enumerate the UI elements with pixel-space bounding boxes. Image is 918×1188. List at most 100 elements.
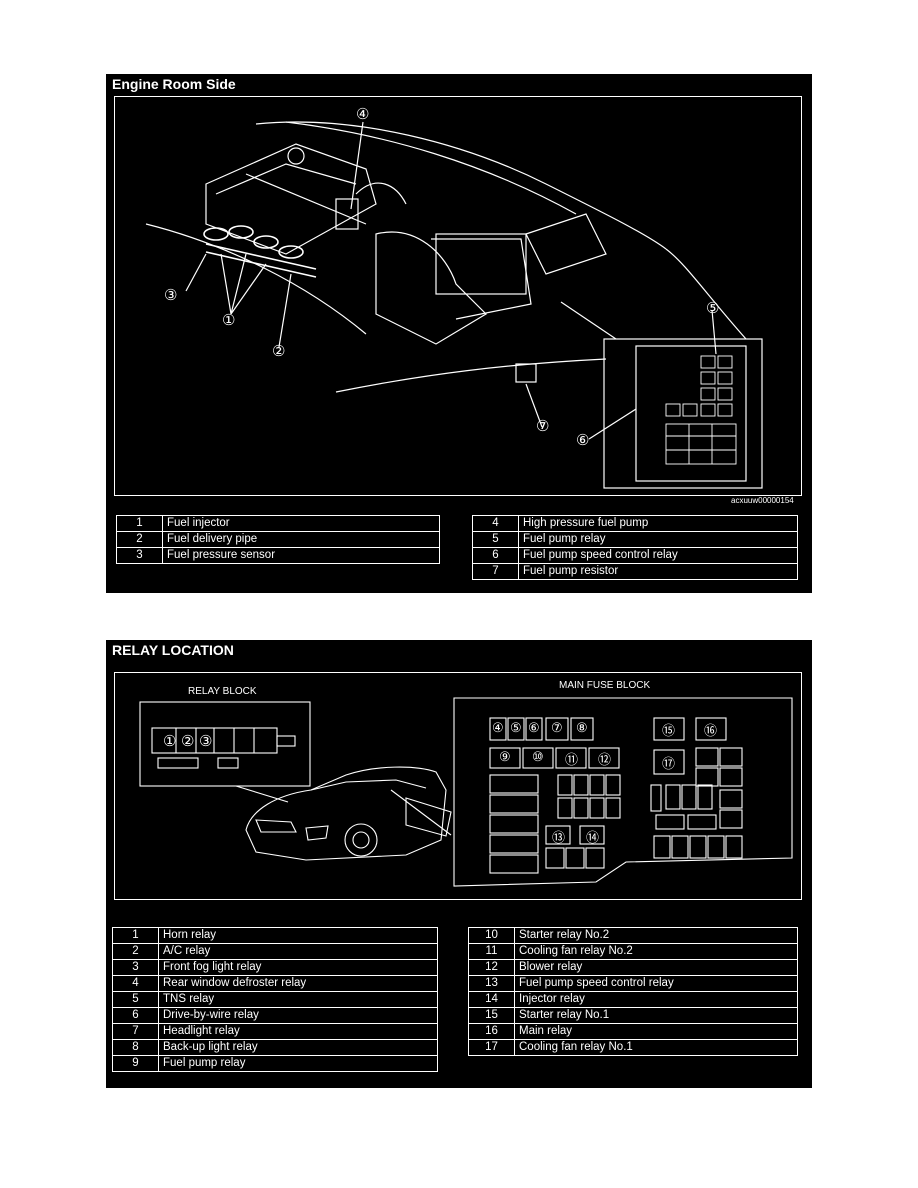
relay-callout-2: ② xyxy=(181,733,195,750)
callout-5: ⑤ xyxy=(706,300,720,317)
legend-number: 4 xyxy=(472,515,519,532)
table-row: 5 Fuel pump relay xyxy=(472,531,798,548)
legend-number: 4 xyxy=(112,975,159,992)
callout-6: ⑥ xyxy=(576,432,590,449)
legend-number: 11 xyxy=(468,943,515,960)
engine-legend-right: 4 High pressure fuel pump 5 Fuel pump re… xyxy=(472,515,798,580)
callout-4: ④ xyxy=(356,106,370,123)
legend-label: Cooling fan relay No.2 xyxy=(514,943,798,960)
legend-label: Fuel delivery pipe xyxy=(162,531,440,548)
callout-3: ③ xyxy=(164,287,178,304)
engine-room-title: Engine Room Side xyxy=(112,76,236,92)
fuse-callout-8: ⑧ xyxy=(576,720,588,735)
legend-label: Starter relay No.2 xyxy=(514,927,798,944)
legend-label: Main relay xyxy=(514,1023,798,1040)
legend-number: 14 xyxy=(468,991,515,1008)
legend-number: 5 xyxy=(472,531,519,548)
fuse-callout-17: ⑰ xyxy=(662,756,676,771)
fuse-callout-5: ⑤ xyxy=(510,720,522,735)
legend-label: Rear window defroster relay xyxy=(158,975,438,992)
table-row: 2 Fuel delivery pipe xyxy=(116,531,440,548)
legend-label: Fuel pressure sensor xyxy=(162,547,440,564)
legend-number: 16 xyxy=(468,1023,515,1040)
legend-label: Fuel pump speed control relay xyxy=(514,975,798,992)
legend-number: 9 xyxy=(112,1055,159,1072)
legend-label: Fuel pump relay xyxy=(518,531,798,548)
fuse-callout-11: ⑪ xyxy=(565,752,579,767)
legend-number: 3 xyxy=(112,959,159,976)
legend-label: Drive-by-wire relay xyxy=(158,1007,438,1024)
legend-label: High pressure fuel pump xyxy=(518,515,798,532)
relay-block-label: RELAY BLOCK xyxy=(188,686,257,697)
engine-diagram-frame xyxy=(114,96,802,496)
legend-label: Horn relay xyxy=(158,927,438,944)
table-row: 6 Fuel pump speed control relay xyxy=(472,547,798,564)
legend-label: Headlight relay xyxy=(158,1023,438,1040)
table-row: 7 Fuel pump resistor xyxy=(472,563,798,580)
fuse-callout-9: ⑨ xyxy=(499,749,511,764)
legend-number: 1 xyxy=(116,515,163,532)
legend-number: 3 xyxy=(116,547,163,564)
relay-location-title: RELAY LOCATION xyxy=(112,642,234,658)
legend-number: 5 xyxy=(112,991,159,1008)
fuse-callout-4: ④ xyxy=(492,720,504,735)
legend-label: Blower relay xyxy=(514,959,798,976)
legend-label: Fuel pump speed control relay xyxy=(518,547,798,564)
callout-2: ② xyxy=(272,343,286,360)
legend-number: 10 xyxy=(468,927,515,944)
fuse-callout-10: ⑩ xyxy=(532,749,544,764)
legend-number: 7 xyxy=(472,563,519,580)
legend-label: Fuel injector xyxy=(162,515,440,532)
legend-label: Back-up light relay xyxy=(158,1039,438,1056)
callout-1: ① xyxy=(222,312,236,329)
relay-location-panel: RELAY LOCATION RELAY BLOCK MAIN FUSE BLO… xyxy=(106,640,812,1088)
legend-label: Injector relay xyxy=(514,991,798,1008)
relay-diagram-frame xyxy=(114,672,802,900)
legend-number: 15 xyxy=(468,1007,515,1024)
legend-number: 17 xyxy=(468,1039,515,1056)
relay-callout-1: ① xyxy=(163,733,177,750)
fuse-callout-15: ⑮ xyxy=(662,723,676,738)
legend-number: 7 xyxy=(112,1023,159,1040)
legend-label: Front fog light relay xyxy=(158,959,438,976)
engine-room-panel: Engine Room Side xyxy=(106,74,812,593)
fuse-callout-14: ⑭ xyxy=(586,830,600,845)
legend-number: 2 xyxy=(112,943,159,960)
relay-location-diagram xyxy=(139,697,793,887)
fuse-callout-6: ⑥ xyxy=(528,720,540,735)
engine-room-diagram xyxy=(145,121,763,489)
image-code: acxuuw00000154 xyxy=(731,496,794,505)
legend-number: 2 xyxy=(116,531,163,548)
fuse-callout-7: ⑦ xyxy=(551,720,563,735)
legend-number: 6 xyxy=(472,547,519,564)
legend-label: Starter relay No.1 xyxy=(514,1007,798,1024)
legend-number: 13 xyxy=(468,975,515,992)
fuse-callout-12: ⑫ xyxy=(598,752,612,767)
legend-number: 8 xyxy=(112,1039,159,1056)
table-row: 4 High pressure fuel pump xyxy=(472,515,798,532)
legend-number: 1 xyxy=(112,927,159,944)
table-row: 3 Fuel pressure sensor xyxy=(116,547,440,564)
legend-label: Fuel pump resistor xyxy=(518,563,798,580)
legend-label: Fuel pump relay xyxy=(158,1055,438,1072)
legend-label: A/C relay xyxy=(158,943,438,960)
engine-legend-left: 1 Fuel injector 2 Fuel delivery pipe 3 F… xyxy=(116,515,440,564)
relay-callout-3: ③ xyxy=(199,733,213,750)
